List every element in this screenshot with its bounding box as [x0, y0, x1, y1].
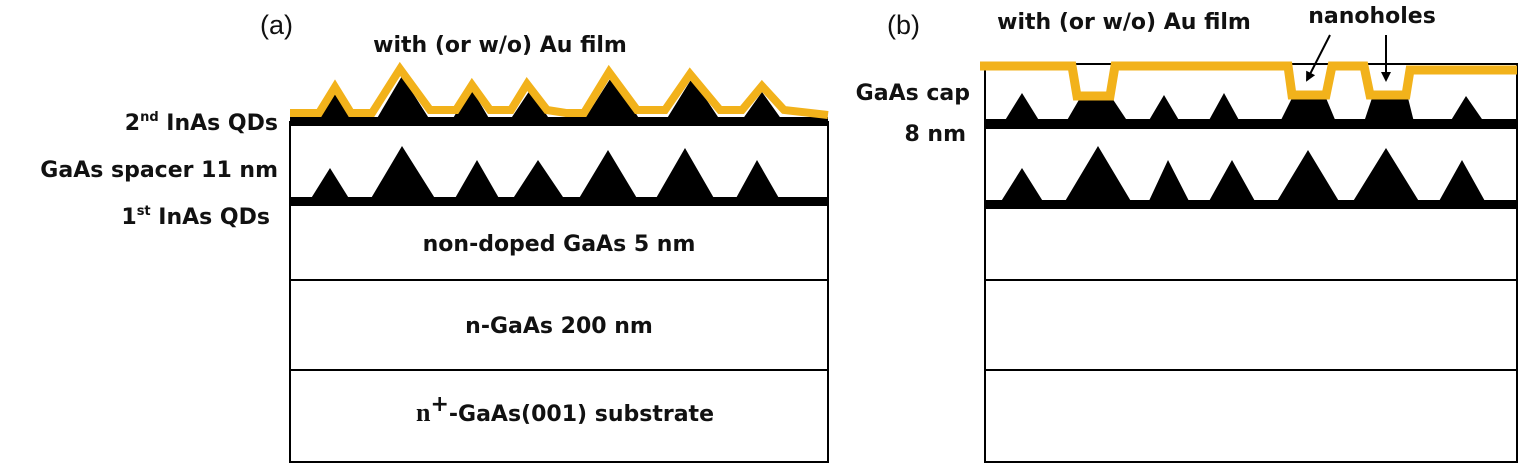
panel-a-first-qd-dots — [310, 146, 828, 200]
panel-a-first-qd-label: 1st InAs QDs — [121, 204, 270, 230]
panel-b-cap-label: GaAs cap — [856, 81, 970, 106]
panel-b: (b) with (or w/o) Au film nanoholes GaAs… — [856, 4, 1518, 463]
nanohole-arrow-left — [1306, 34, 1331, 82]
panel-a-second-qd-layer — [290, 117, 828, 126]
panel-b-first-qd-dots — [1000, 146, 1500, 203]
panel-b-au-film — [980, 61, 1517, 101]
panel-a-second-qd-label: 2nd InAs QDs — [125, 110, 278, 136]
panel-a-au-film — [290, 61, 829, 119]
panel-a-non-doped-label: non-doped GaAs 5 nm — [423, 232, 696, 257]
panel-b-film-label: with (or w/o) Au film — [997, 10, 1251, 35]
panel-b-second-qd-layer — [985, 119, 1517, 129]
panel-a-substrate-label: n+-GaAs(001) substrate — [416, 392, 714, 427]
panel-a: (a) with (or w/o) Au film 2nd InAs QDs G… — [40, 10, 829, 463]
panel-b-second-qd-dots — [1004, 93, 1500, 122]
panel-a-tag: (a) — [260, 10, 293, 40]
panel-a-n-gaas-label: n-GaAs 200 nm — [465, 314, 653, 339]
panel-b-tag: (b) — [887, 10, 920, 40]
panel-a-spacer-label: GaAs spacer 11 nm — [40, 158, 278, 183]
panel-a-film-label: with (or w/o) Au film — [373, 33, 627, 58]
panel-b-first-qd-layer — [985, 200, 1517, 209]
panel-a-first-qd-layer — [290, 197, 828, 206]
panel-a-second-qd-dots — [316, 76, 800, 120]
panel-b-cap-thickness-label: 8 nm — [904, 122, 966, 147]
panel-b-nanoholes-label: nanoholes — [1308, 4, 1436, 29]
